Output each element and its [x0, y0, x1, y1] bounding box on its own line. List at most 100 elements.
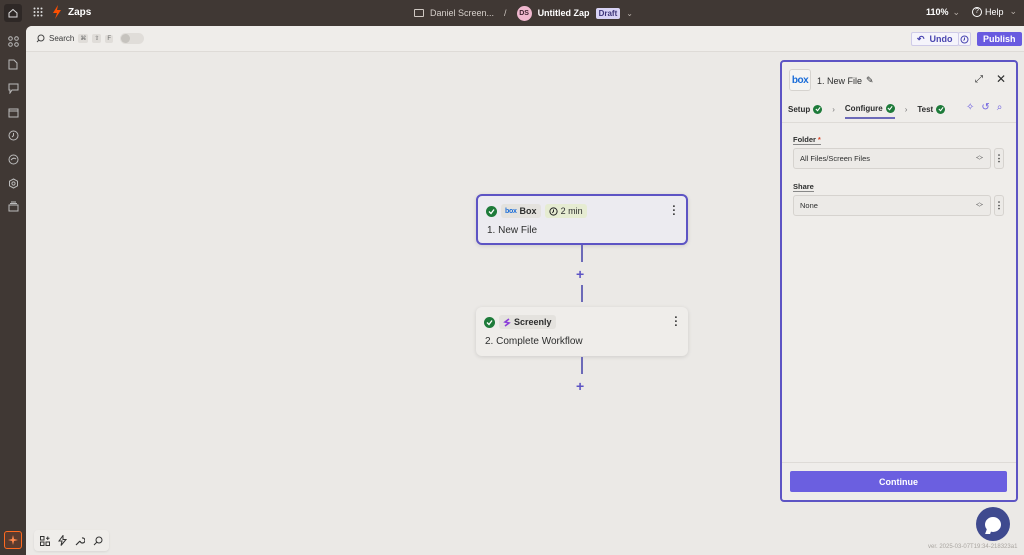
breadcrumb-folder[interactable]: Daniel Screen... — [430, 8, 495, 18]
rail-item-history[interactable] — [7, 129, 19, 141]
panel-title[interactable]: 1. New File ✎ — [817, 75, 874, 86]
app-name: Screenly — [514, 317, 552, 327]
panel-actions: ✧ ↺ ⌕ — [966, 102, 1002, 113]
undo-label: Undo — [929, 34, 953, 44]
publish-button[interactable]: Publish — [977, 32, 1022, 46]
check-circle-icon — [484, 316, 495, 328]
continue-button[interactable]: Continue — [790, 471, 1007, 492]
sparkle-icon — [8, 535, 18, 545]
tab-configure[interactable]: Configure — [844, 103, 895, 119]
tab-test[interactable]: Test — [917, 104, 946, 118]
required-indicator: * — [817, 135, 821, 144]
add-step-button[interactable]: + — [576, 266, 585, 282]
left-rail — [0, 26, 26, 555]
brand-label[interactable]: Zaps — [68, 7, 92, 18]
breadcrumb: Daniel Screen... / DS Untitled Zap Draft… — [414, 4, 633, 22]
polling-time-chip: 2 min — [544, 204, 587, 218]
divider — [782, 122, 1016, 123]
chevron-down-icon: ⌄ — [952, 7, 961, 17]
stack-icon — [8, 201, 18, 211]
history-icon — [960, 35, 969, 43]
rail-item-transfers[interactable] — [7, 153, 19, 165]
chat-bubble-icon — [985, 516, 1001, 532]
expand-icon[interactable]: ⤢ — [975, 74, 983, 85]
shortcut-key: F — [105, 34, 114, 43]
step-header: box Box 2 min — [486, 204, 587, 218]
search-icon[interactable]: ⌕ — [996, 102, 1003, 113]
panel-header: box 1. New File ✎ ⤢ ✕ — [782, 62, 1016, 96]
toggle-switch[interactable] — [120, 33, 145, 44]
tab-setup[interactable]: Setup — [788, 104, 823, 118]
search-icon[interactable] — [93, 536, 103, 546]
zap-canvas[interactable]: Search ⌘ ⇧ F ↶ Undo Publish box Box — [26, 26, 1024, 555]
updown-chevron-icon: ︿﹀ — [976, 199, 983, 212]
refresh-icon[interactable]: ↺ — [981, 102, 990, 113]
step-menu-icon[interactable]: ··· — [672, 201, 676, 221]
field-label-share: Share — [793, 182, 814, 192]
pencil-icon[interactable]: ✎ — [866, 75, 874, 85]
add-step-button[interactable]: + — [576, 378, 585, 394]
app-grid-icon[interactable] — [33, 7, 43, 17]
avatar[interactable]: DS — [516, 5, 532, 21]
chevron-right-icon: › — [832, 104, 835, 114]
app-chip: box Box — [501, 204, 541, 218]
rail-item-apps[interactable] — [7, 35, 19, 47]
undo-icon: ↶ — [917, 33, 925, 44]
connector-line — [581, 245, 583, 262]
zoom-level: 110% — [926, 7, 949, 17]
field-options-button[interactable]: ⋮ — [994, 195, 1004, 216]
box-logo-icon: box — [505, 207, 517, 215]
connector-line — [581, 357, 583, 374]
check-circle-icon — [936, 104, 946, 114]
field-label-folder: Folder* — [793, 135, 821, 145]
select-value: None — [800, 201, 818, 210]
bolt-icon[interactable] — [58, 535, 67, 546]
rail-item-canvas[interactable] — [7, 200, 19, 212]
chevron-down-icon[interactable]: ⌄ — [626, 8, 633, 18]
wrench-icon[interactable] — [75, 536, 85, 546]
field-label-text: Share — [793, 182, 814, 191]
search-icon — [36, 34, 45, 43]
check-circle-icon — [486, 205, 497, 217]
help-label: Help — [985, 6, 1004, 17]
top-bar: Zaps Daniel Screen... / DS Untitled Zap … — [0, 0, 1024, 26]
close-icon[interactable]: ✕ — [996, 72, 1007, 86]
rail-item-interfaces[interactable] — [7, 82, 19, 94]
chat-icon — [8, 83, 18, 94]
share-select[interactable]: None ︿﹀ — [793, 195, 991, 216]
step-tabs: Setup › Configure › Test — [788, 102, 946, 120]
chevron-right-icon: › — [904, 104, 908, 114]
search-button[interactable]: Search ⌘ ⇧ F — [36, 33, 145, 44]
chat-support-button[interactable] — [976, 507, 1010, 541]
rail-item-tables[interactable] — [7, 106, 19, 118]
ai-assistant-button[interactable] — [4, 531, 22, 549]
field-options-button[interactable]: ⋮ — [994, 148, 1004, 169]
rail-item-settings[interactable] — [7, 177, 19, 189]
version-history-button[interactable] — [958, 32, 971, 46]
app-chip: Screenly — [499, 315, 556, 329]
add-grid-icon[interactable] — [40, 535, 50, 546]
divider — [782, 462, 1016, 463]
step-editor-panel: box 1. New File ✎ ⤢ ✕ Setup › Configure … — [780, 60, 1018, 502]
folder-select[interactable]: All Files/Screen Files ︿﹀ — [793, 148, 991, 169]
screenly-logo-icon — [503, 317, 511, 327]
zap-name[interactable]: Untitled Zap — [537, 8, 590, 18]
step-card-trigger[interactable]: box Box 2 min ··· 1. New File — [476, 194, 688, 245]
step-menu-icon[interactable]: ··· — [674, 312, 678, 332]
tab-label: Configure — [844, 103, 883, 113]
search-label: Search — [49, 34, 75, 43]
help-menu[interactable]: ? Help ⌄ — [972, 6, 1017, 17]
ai-sparkle-icon[interactable]: ✧ — [966, 102, 975, 113]
document-icon — [8, 59, 18, 69]
status-badge: Draft — [595, 7, 621, 19]
rail-item-templates[interactable] — [7, 58, 19, 70]
undo-button[interactable]: ↶ Undo — [911, 32, 959, 46]
home-button[interactable] — [4, 4, 22, 22]
gear-icon — [8, 177, 18, 189]
step-card-action[interactable]: Screenly ··· 2. Complete Workflow — [476, 307, 688, 356]
home-icon — [8, 8, 18, 18]
shortcut-key: ⇧ — [92, 34, 102, 43]
canvas-toolbar: Search ⌘ ⇧ F ↶ Undo Publish — [26, 26, 1024, 52]
app-name: Box — [519, 206, 537, 216]
zoom-control[interactable]: 110%⌄ — [926, 7, 960, 18]
